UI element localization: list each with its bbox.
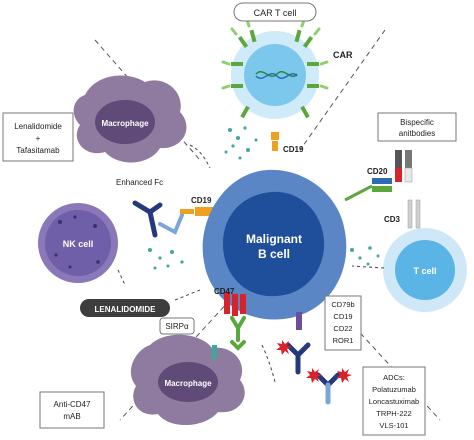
macrophage-bottom: Macrophage (130, 334, 245, 426)
diagram-text: Lenalidomide (14, 122, 62, 131)
diagram-text: Tafasitamab (16, 146, 60, 155)
cd3-label: CD3 (384, 215, 401, 224)
arrow-macrophage-bottom (261, 344, 276, 383)
diagram-text: CD79b (331, 300, 354, 309)
lenalidomide-badge-label: LENALIDOMIDE (95, 305, 157, 314)
car-t-label-box: CAR T cell (233, 2, 317, 22)
car-t-label: CAR T cell (254, 8, 297, 18)
marker-stalk (296, 312, 302, 330)
anti-cd47-box: Anti-CD47 mAB (39, 391, 105, 429)
arrow-macrophage-top (189, 144, 211, 169)
diagram-text: TRPH-222 (376, 409, 411, 418)
sirpa-box: SIRPα (159, 317, 195, 335)
diagram-text: ADCs: (383, 373, 405, 382)
car-label: CAR (333, 50, 353, 60)
t-cell-label: T cell (413, 266, 436, 276)
bispecific-box: Bispecific anitbodies (377, 112, 457, 142)
cd20-stalk (344, 184, 373, 202)
malignant-label-line2: B cell (258, 247, 290, 261)
macrophage-bottom-label: Macrophage (164, 379, 212, 388)
sirpa-label: SIRPα (165, 322, 189, 331)
tafasitamab-antibody (132, 200, 213, 238)
diagram-text: mAB (63, 412, 80, 421)
macrophage-top-label: Macrophage (101, 119, 149, 128)
diagram-text: + (36, 134, 41, 143)
nk-cell: NK cell (38, 203, 118, 283)
cd47-receptors (224, 292, 246, 316)
diagram-text: Bispecific (400, 118, 434, 127)
arrow-lenalidomide (174, 289, 201, 301)
t-cell: T cell (383, 199, 467, 312)
diagram-text: Anti-CD47 (54, 400, 91, 409)
cytokine-dots-top (224, 126, 258, 160)
lenalidomide-tafasitamab-box: Lenalidomide + Tafasitamab (2, 112, 74, 162)
cytokine-dots-left (148, 248, 184, 270)
cd20-label: CD20 (367, 167, 388, 176)
diagram-text: Loncastuximab (369, 397, 419, 406)
anti-cd47-antibodies (230, 316, 246, 351)
adc-antibodies (276, 340, 352, 405)
arrow-nk (117, 269, 126, 286)
diagram-text: ROR1 (333, 336, 354, 345)
cd19-left-label: CD19 (191, 196, 212, 205)
diagram-text: anitbodies (399, 129, 435, 138)
malignant-label-line1: Malignant (246, 232, 302, 246)
cd47-label: CD47 (214, 287, 235, 296)
diagram-text: CD19 (333, 312, 352, 321)
cd19-top-label: CD19 (283, 145, 304, 154)
enhanced-fc-label: Enhanced Fc (116, 178, 163, 187)
markers-box: CD79b CD19 CD22 ROR1 (324, 295, 362, 351)
diagram-text: Polatuzumab (372, 385, 416, 394)
diagram-text: CD22 (333, 324, 352, 333)
macrophage-top: Macrophage (73, 75, 187, 163)
car-t-cell (221, 18, 329, 151)
adcs-box: ADCs: Polatuzumab Loncastuximab TRPH-222… (362, 366, 426, 436)
diagram-text: VLS-101 (379, 421, 408, 430)
bispecific-antibody (372, 150, 413, 192)
arrow-t-cell (351, 265, 385, 269)
malignant-b-cell: Malignant B cell (202, 169, 347, 320)
cytokine-dots-right (350, 246, 380, 266)
lenalidomide-badge: LENALIDOMIDE (80, 299, 170, 317)
nk-cell-label: NK cell (63, 239, 94, 249)
